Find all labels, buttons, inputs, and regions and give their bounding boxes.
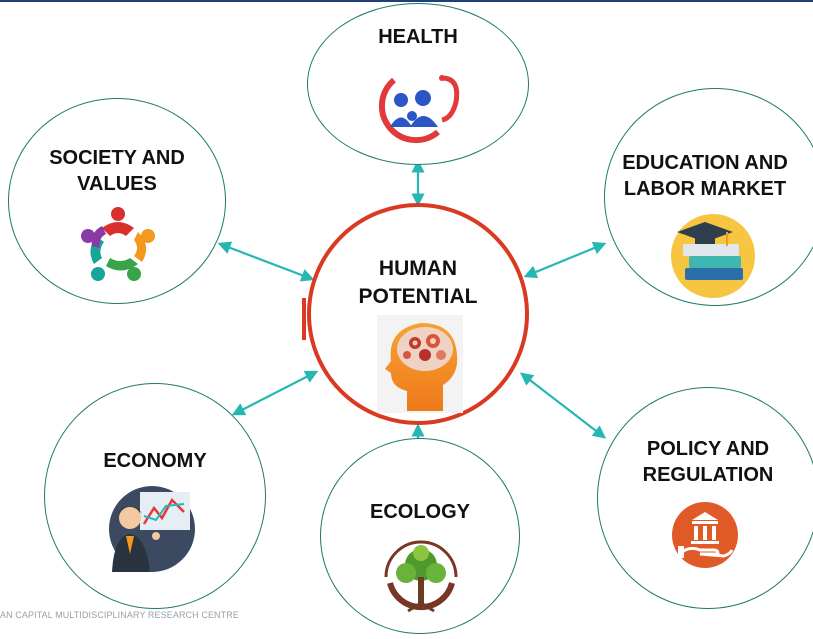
node-society-label: SOCIETY AND VALUES bbox=[49, 147, 185, 195]
node-society: SOCIETY AND VALUES bbox=[8, 98, 226, 304]
node-economy: ECONOMY bbox=[44, 383, 266, 609]
bank-hand-icon bbox=[672, 502, 738, 568]
node-education-label: EDUCATION AND LABOR MARKET bbox=[622, 152, 788, 200]
node-health-label: HEALTH bbox=[378, 26, 458, 48]
node-ecology: ECOLOGY bbox=[320, 438, 520, 634]
arrow-society bbox=[217, 241, 315, 282]
head-brain-icon bbox=[377, 315, 463, 413]
people-circle-icon bbox=[81, 207, 155, 281]
center-ring-mark bbox=[302, 298, 306, 340]
node-education: EDUCATION AND LABOR MARKET bbox=[604, 88, 813, 306]
family-stethoscope-icon bbox=[378, 75, 460, 144]
graduation-books-icon bbox=[671, 214, 755, 298]
node-economy-label: ECONOMY bbox=[103, 450, 207, 472]
presenter-chart-icon bbox=[109, 486, 195, 572]
arrow-economy bbox=[231, 370, 319, 416]
arrow-policy bbox=[519, 372, 607, 439]
arrow-education bbox=[523, 241, 607, 279]
footer-caption: AN CAPITAL MULTIDISCIPLINARY RESEARCH CE… bbox=[0, 610, 239, 620]
node-human-potential: HUMAN POTENTIAL bbox=[307, 203, 529, 425]
node-policy-label: POLICY AND REGULATION bbox=[642, 438, 774, 486]
node-health: HEALTH bbox=[307, 3, 529, 165]
node-policy: POLICY AND REGULATION bbox=[597, 387, 813, 609]
tree-hands-icon bbox=[384, 540, 458, 613]
top-rule bbox=[0, 0, 813, 2]
node-ecology-label: ECOLOGY bbox=[369, 501, 470, 523]
center-title: HUMAN POTENTIAL bbox=[358, 257, 478, 308]
